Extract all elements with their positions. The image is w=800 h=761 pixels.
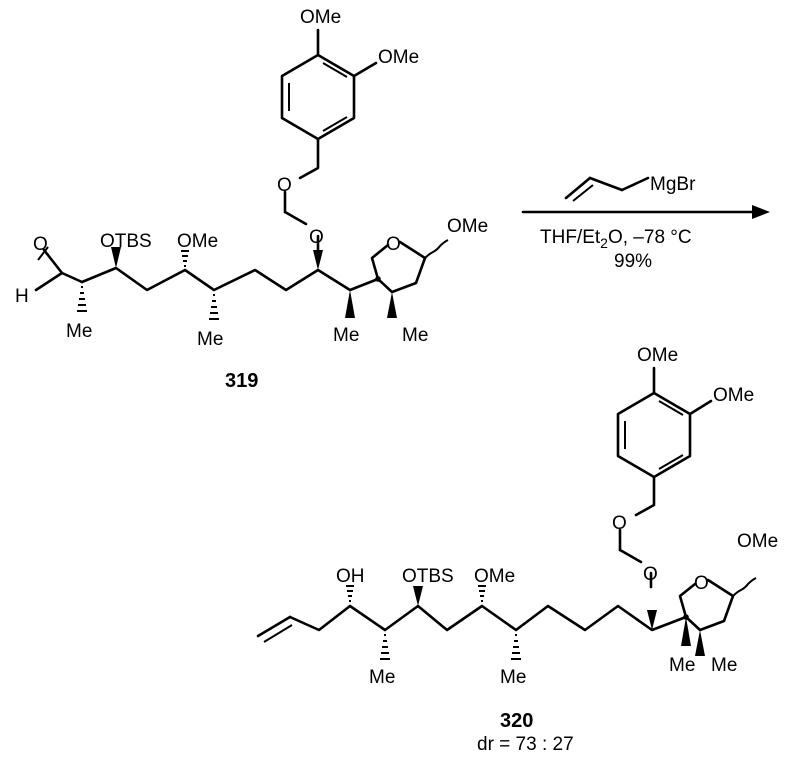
acetal-oxygen-label: O: [309, 227, 324, 248]
me3-label: Me: [333, 325, 359, 346]
compound-320-number: 320: [500, 710, 533, 732]
dimethoxyphenyl-ring-320: [616, 366, 713, 479]
ome-meta-label: OMe: [378, 47, 419, 68]
aldehyde-h-label: H: [15, 286, 29, 307]
ome-meta-label: OMe: [713, 385, 754, 406]
aldehyde-oxygen-label: O: [33, 234, 48, 255]
me1-hashed-bond: [77, 286, 87, 312]
ring-oxygen-label: O: [386, 234, 401, 255]
ether-oxygen-label: O: [277, 175, 292, 196]
me1-label: Me: [66, 321, 92, 342]
compound-319: OMe OMe O O O H OTBS OMe: [15, 7, 488, 392]
ome-hashed-bond: [478, 585, 486, 602]
conditions-label: THF/Et2O, –78 °C: [540, 227, 692, 251]
ome-ring-label: OMe: [447, 216, 488, 237]
oh-label: OH: [336, 566, 365, 587]
thf-ring-320: [678, 577, 757, 632]
ome-hashed-bond: [181, 250, 189, 267]
ome-ring-label: OMe: [737, 531, 778, 552]
ether-oxygen-label: O: [612, 513, 627, 534]
me2-hashed-bond: [209, 294, 219, 320]
acetal-oxygen-label: O: [643, 564, 658, 585]
me2-label: Me: [500, 667, 526, 688]
me4-label: Me: [711, 655, 737, 676]
me4-label: Me: [402, 325, 428, 346]
reaction-arrow: [521, 205, 770, 219]
compound-319-number: 319: [225, 370, 258, 392]
compound-320: OMe OMe O O OH OTBS OMe: [256, 345, 778, 755]
diastereomeric-ratio: dr = 73 : 27: [477, 734, 574, 755]
thf-ring-319: [370, 239, 449, 294]
ome-para-label: OMe: [637, 345, 678, 366]
yield-label: 99%: [614, 251, 652, 272]
ome-chain-label: OMe: [177, 231, 218, 252]
reaction-conditions: MgBr THF/Et2O, –78 °C 99%: [521, 174, 770, 272]
otbs-label: OTBS: [402, 566, 454, 587]
grignard-label: MgBr: [650, 174, 696, 195]
me2-hashed-bond: [511, 634, 521, 660]
me1-label: Me: [369, 667, 395, 688]
me2-label: Me: [197, 329, 223, 350]
oh-hashed-bond: [346, 585, 354, 602]
ring-oxygen-label: O: [694, 573, 709, 594]
otbs-label: OTBS: [100, 231, 152, 252]
ome-para-label: OMe: [300, 7, 341, 28]
me1-hashed-bond: [380, 634, 390, 660]
me3-label: Me: [669, 655, 695, 676]
dimethoxyphenyl-ring-319: [280, 28, 378, 141]
allyl-group: [564, 176, 650, 202]
ome-chain-label: OMe: [474, 566, 515, 587]
